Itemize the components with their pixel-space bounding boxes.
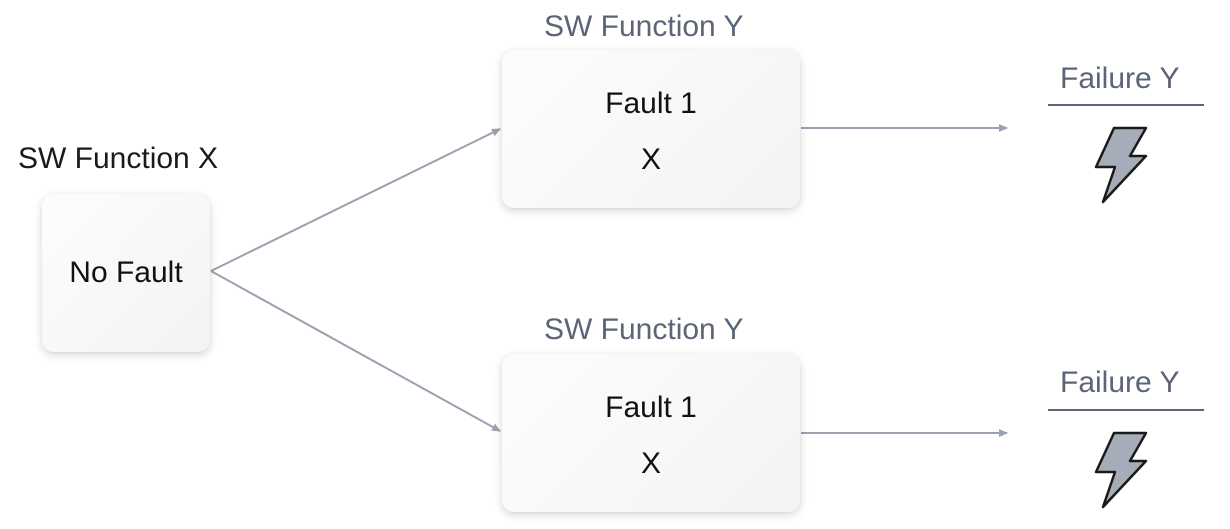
branch-node-bottom: Fault 1 X	[502, 354, 800, 512]
arrow-source-to-bottom	[210, 270, 501, 432]
branch-title-top: SW Function Y	[544, 10, 744, 43]
source-title: SW Function X	[18, 142, 219, 175]
arrow-source-to-top	[210, 128, 501, 272]
lightning-bolt-icon	[1094, 126, 1148, 204]
failure-divider-bottom	[1048, 409, 1204, 411]
failure-title-bottom: Failure Y	[1060, 366, 1180, 399]
source-node: No Fault	[42, 194, 210, 352]
branch-node-top: Fault 1 X	[502, 50, 800, 208]
branch-mark-top: X	[640, 143, 661, 176]
source-state: No Fault	[69, 256, 183, 289]
branch-fault-bottom: Fault 1	[605, 391, 697, 424]
branch-fault-top: Fault 1	[605, 87, 697, 120]
failure-title-top: Failure Y	[1060, 62, 1180, 95]
branch-title-bottom: SW Function Y	[544, 313, 744, 346]
lightning-bolt-icon	[1094, 431, 1148, 509]
failure-divider-top	[1048, 104, 1204, 106]
branch-mark-bottom: X	[640, 447, 661, 480]
